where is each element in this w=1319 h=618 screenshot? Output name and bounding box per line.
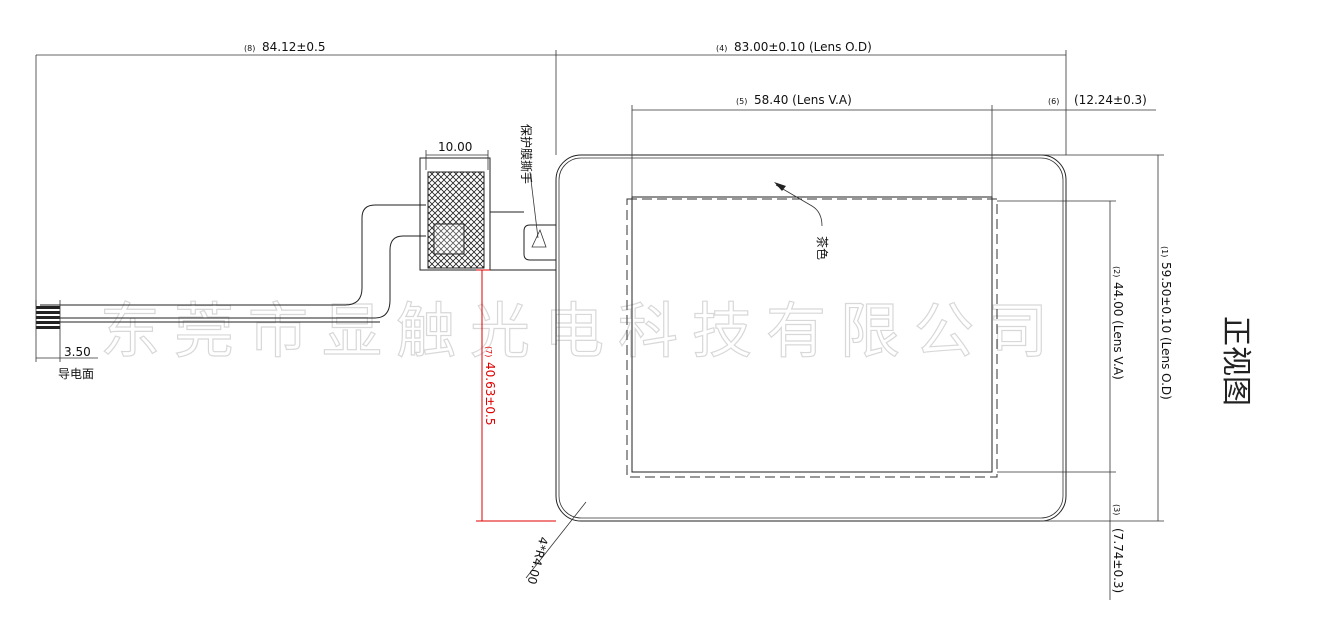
stiffener-window bbox=[433, 223, 465, 255]
conductive-side-label: 导电面 bbox=[58, 367, 94, 381]
fpc-bond-pad bbox=[419, 157, 491, 271]
lens-outline bbox=[555, 154, 1067, 522]
view-title: 正视图 bbox=[1218, 316, 1253, 406]
dim-overall-index: (8) bbox=[244, 44, 255, 53]
tab-arrow bbox=[531, 228, 547, 248]
tint-leader-arrow bbox=[774, 182, 786, 191]
dim-fpc-offset-index: (7) bbox=[484, 346, 493, 357]
dim-fpc-offset-value: 40.63±0.5 bbox=[483, 362, 497, 426]
watermark-text: 东莞市显触光电科技有限公司 bbox=[100, 297, 1062, 367]
tint-label: 茶色 bbox=[815, 236, 830, 260]
tint-leader bbox=[775, 184, 823, 227]
connector-fingers bbox=[36, 306, 60, 329]
pitch-dim-text: 3.50 bbox=[64, 345, 91, 359]
dim-lens-height-index: (1) bbox=[1160, 246, 1169, 257]
dim-lens-height-value: 59.50±0.10 (Lens O.D) bbox=[1159, 262, 1173, 400]
dim-va-value: 58.40 (Lens V.A) bbox=[754, 93, 852, 107]
dim-lens-od-value: 83.00±0.10 (Lens O.D) bbox=[734, 40, 872, 54]
lens-inner-outline bbox=[558, 157, 1064, 519]
active-area bbox=[631, 196, 993, 473]
dim-va-height-value: 44.00 (Lens V.A) bbox=[1111, 282, 1125, 380]
dim-radius-value: 4*R4.00 bbox=[524, 535, 550, 586]
stiffener-hatched bbox=[427, 171, 485, 269]
radius-leader bbox=[525, 501, 587, 579]
tab-leader bbox=[529, 171, 539, 239]
fpc-bond-edges bbox=[490, 211, 557, 271]
dim-lens-od-index: (4) bbox=[716, 44, 727, 53]
dim-bottom-border-value: (7.74±0.3) bbox=[1111, 528, 1125, 593]
dim-va-index: (5) bbox=[736, 97, 747, 106]
tab-notch bbox=[523, 224, 556, 261]
tab-label: 保护膜撕手 bbox=[519, 124, 533, 184]
fpc-upper-edge bbox=[40, 204, 426, 306]
va-dashed-area bbox=[626, 198, 998, 478]
dim-bottom-border-index: (3) bbox=[1112, 504, 1121, 515]
dim-va-height-index: (2) bbox=[1112, 266, 1121, 277]
dim-right-border-value: (12.24±0.3) bbox=[1074, 93, 1147, 107]
dim-right-border-index: (6) bbox=[1048, 97, 1059, 106]
dim-overall-value: 84.12±0.5 bbox=[262, 40, 326, 54]
dim-stiffener-value: 10.00 bbox=[438, 140, 472, 154]
fpc-lower-edge bbox=[40, 235, 426, 319]
